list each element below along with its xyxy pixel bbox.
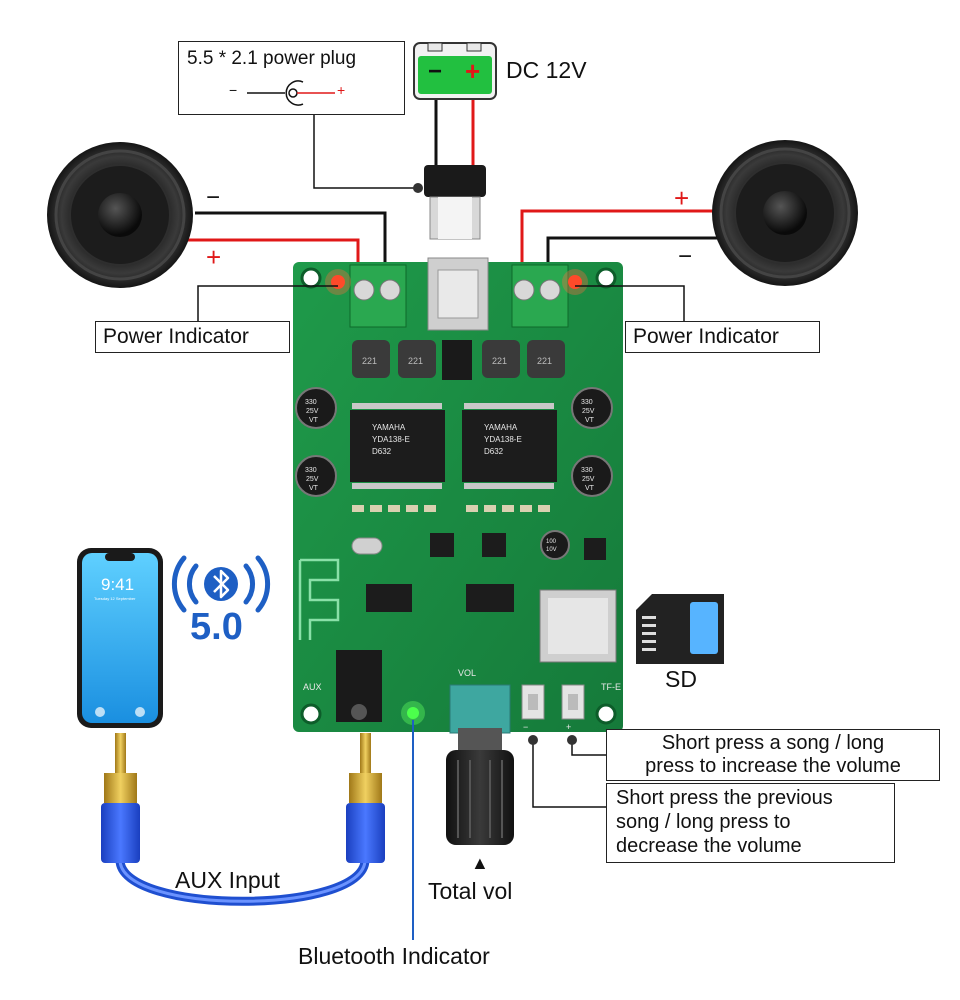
power-indicator-left-box: Power Indicator bbox=[95, 321, 290, 353]
power-plug-symbol bbox=[247, 80, 335, 106]
power-indicator-callouts bbox=[197, 285, 685, 322]
cap2-text-b: 25V bbox=[306, 476, 319, 483]
next-button-desc-line1: Short press a song / long bbox=[661, 732, 885, 754]
cap3-text-a: 330 bbox=[581, 399, 593, 406]
phone-date: Tuesday 12 September bbox=[94, 596, 136, 601]
bluetooth-icon bbox=[204, 567, 238, 601]
cap1-text-b: 25V bbox=[306, 408, 319, 415]
left-speaker-minus: − bbox=[206, 184, 221, 211]
sd-card-icon bbox=[636, 594, 724, 664]
amplifier-board bbox=[293, 257, 623, 734]
total-vol-label: Total vol bbox=[428, 878, 513, 904]
chip1-text-1: YAMAHA bbox=[372, 423, 406, 432]
aux-cable bbox=[101, 733, 385, 906]
power-plug-minus: − bbox=[229, 82, 238, 98]
power-plug-callout-line bbox=[313, 114, 418, 189]
cap3-text-b: 25V bbox=[582, 408, 595, 415]
dc-voltage-label: DC 12V bbox=[506, 57, 587, 83]
next-button-desc-line2: press to increase the volume bbox=[645, 755, 901, 777]
aux-input-label: AUX Input bbox=[175, 867, 280, 893]
power-plug-plus: + bbox=[337, 82, 346, 98]
phone-time: 9:41 bbox=[101, 575, 135, 594]
next-button-desc-box: Short press a song / long press to incre… bbox=[606, 729, 940, 781]
chip2-text-3: D632 bbox=[484, 447, 504, 456]
smartphone bbox=[77, 548, 163, 728]
sd-label: SD bbox=[665, 666, 697, 692]
dc-barrel-plug bbox=[424, 165, 486, 240]
next-button-callout-dot bbox=[567, 735, 577, 745]
inductor-text-3: 221 bbox=[492, 356, 507, 366]
button-callouts bbox=[532, 740, 606, 808]
power-indicator-right-box: Power Indicator bbox=[625, 321, 820, 353]
board-plus-silkscreen: + bbox=[566, 722, 571, 732]
board-minus-silkscreen: − bbox=[523, 722, 528, 732]
power-plug-box: 5.5 * 2.1 power plug − + bbox=[178, 41, 405, 115]
aux-silkscreen: AUX bbox=[303, 682, 322, 692]
cap4-text-b: 25V bbox=[582, 476, 595, 483]
inductor-text-1: 221 bbox=[362, 356, 377, 366]
volume-knob bbox=[446, 728, 514, 845]
cap1-text-a: 330 bbox=[305, 399, 317, 406]
bluetooth-indicator-label: Bluetooth Indicator bbox=[298, 943, 490, 969]
power-indicator-right-label: Power Indicator bbox=[633, 325, 779, 348]
tf-silkscreen: TF-E bbox=[601, 682, 621, 692]
right-speaker-plus: + bbox=[674, 183, 690, 213]
prev-button-desc-line2: song / long press to bbox=[616, 811, 791, 833]
prev-button-desc-line1: Short press the previous bbox=[616, 787, 833, 809]
prev-button-desc-line3: decrease the volume bbox=[616, 835, 802, 857]
chip2-text-2: YDA138-E bbox=[484, 435, 522, 444]
dc-plus-symbol: + bbox=[465, 56, 481, 86]
cap5-text-a: 100 bbox=[546, 539, 557, 545]
cap2-text-c: VT bbox=[309, 485, 319, 492]
cap2-text-a: 330 bbox=[305, 467, 317, 474]
power-indicator-left-label: Power Indicator bbox=[103, 325, 249, 348]
left-speaker-plus: + bbox=[206, 242, 222, 272]
cap4-text-a: 330 bbox=[581, 467, 593, 474]
cap1-text-c: VT bbox=[309, 417, 319, 424]
dc-minus-symbol: − bbox=[428, 58, 443, 85]
left-speaker bbox=[47, 142, 193, 288]
dc-power-source bbox=[413, 42, 497, 100]
inductor-text-2: 221 bbox=[408, 356, 423, 366]
power-plug-callout-dot bbox=[413, 183, 423, 193]
prev-button-callout-dot bbox=[528, 735, 538, 745]
right-speaker-minus: − bbox=[678, 243, 693, 270]
dc-wires bbox=[434, 98, 475, 165]
inductor-text-4: 221 bbox=[537, 356, 552, 366]
chip2-text-1: YAMAHA bbox=[484, 423, 518, 432]
cap3-text-c: VT bbox=[585, 417, 595, 424]
chip1-text-3: D632 bbox=[372, 447, 392, 456]
bluetooth-waves bbox=[171, 555, 271, 613]
vol-silkscreen: VOL bbox=[458, 668, 476, 678]
power-plug-label: 5.5 * 2.1 power plug bbox=[187, 48, 357, 69]
total-vol-arrow: ▲ bbox=[471, 853, 489, 873]
chip1-text-2: YDA138-E bbox=[372, 435, 410, 444]
board-silkscreen: YAMAHA YDA138-E D632 YAMAHA YDA138-E D63… bbox=[303, 356, 621, 732]
bluetooth-version: 5.0 bbox=[190, 606, 243, 648]
prev-button-desc-box: Short press the previous song / long pre… bbox=[606, 783, 895, 863]
cap4-text-c: VT bbox=[585, 485, 595, 492]
cap5-text-b: 10V bbox=[546, 547, 557, 553]
right-speaker bbox=[712, 140, 858, 286]
